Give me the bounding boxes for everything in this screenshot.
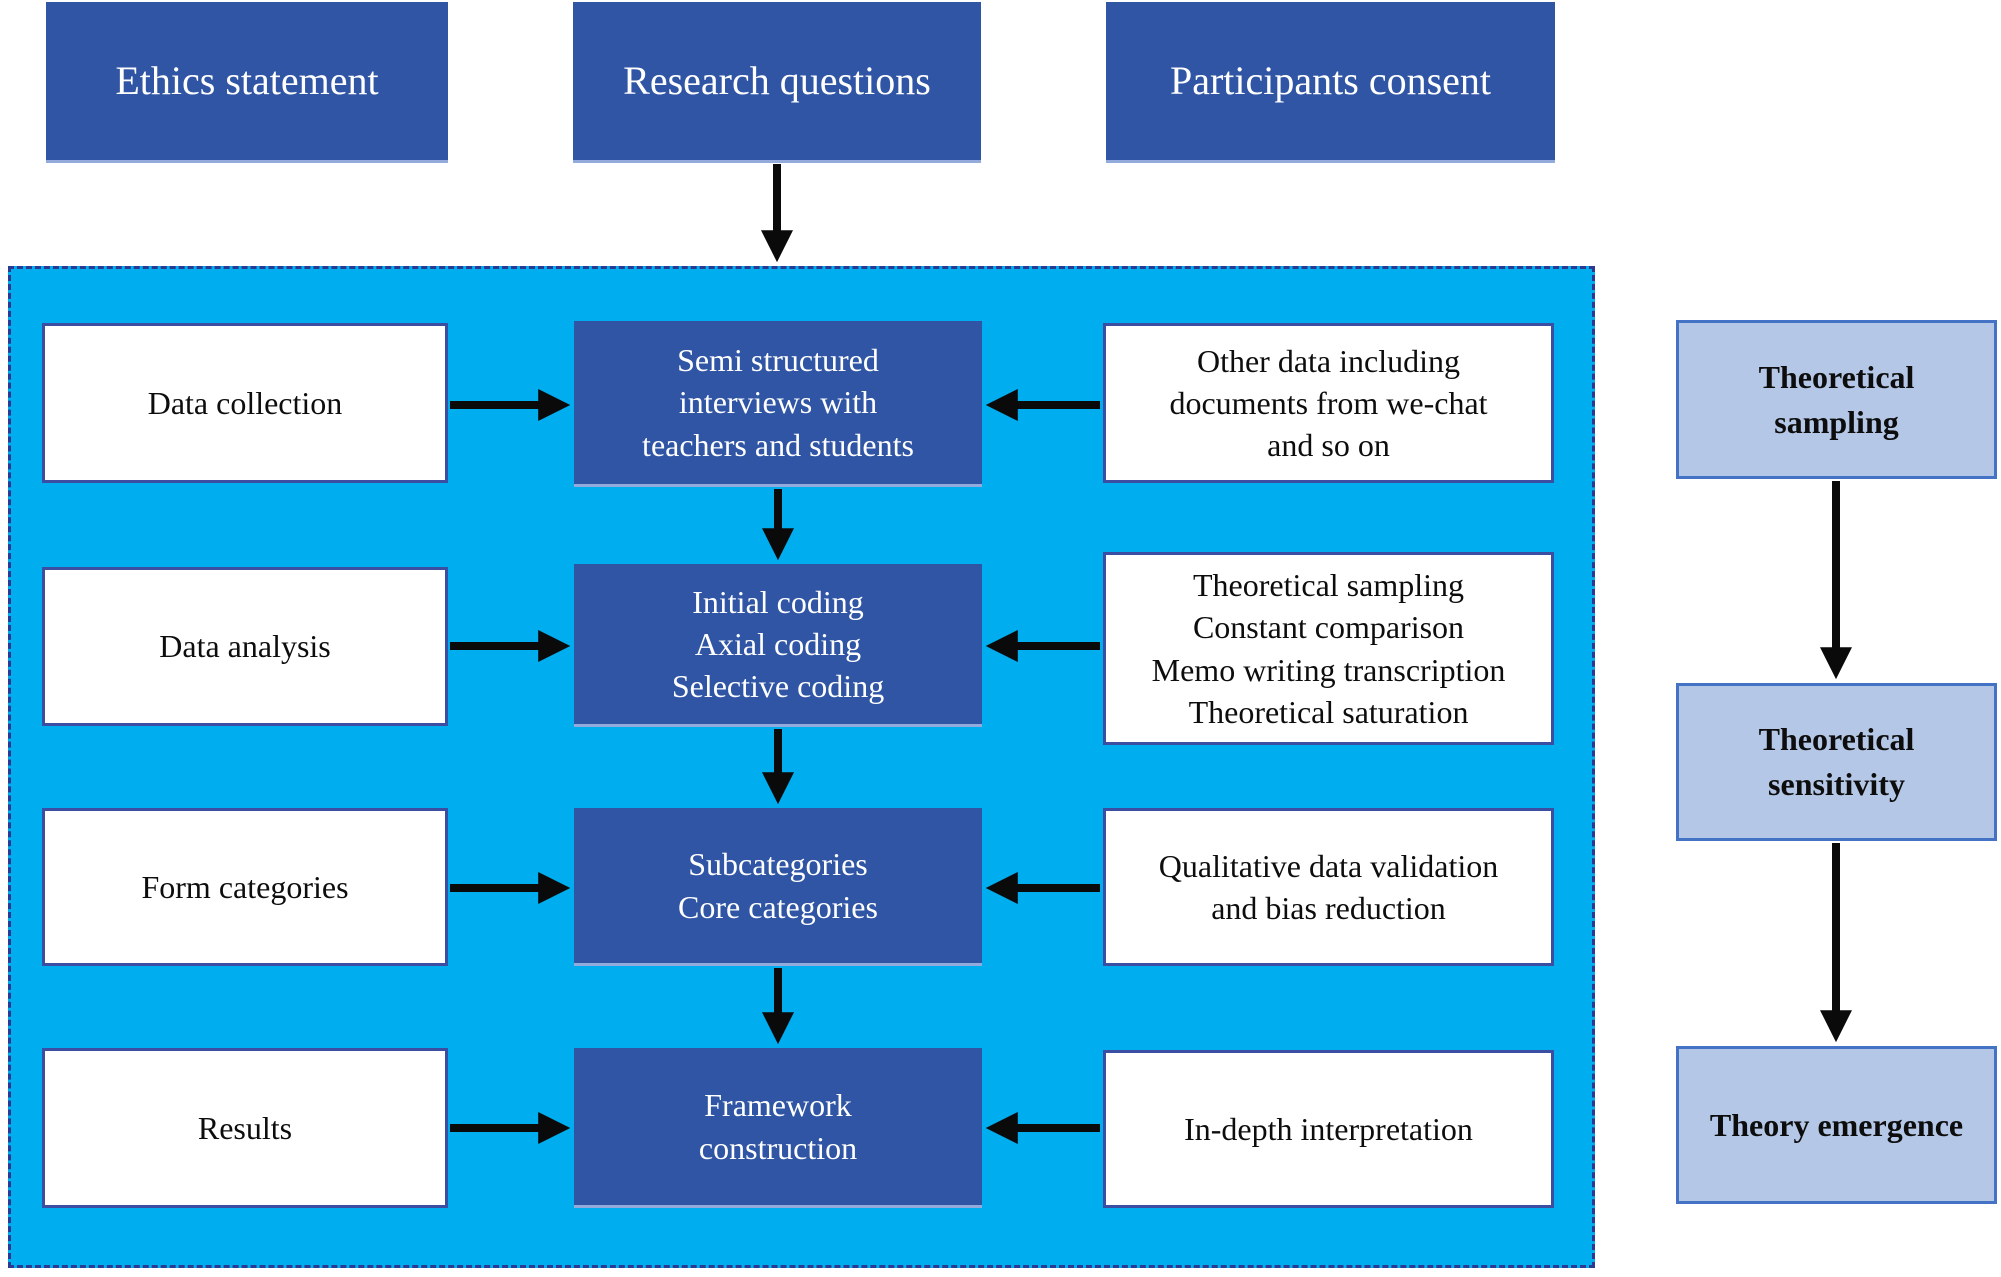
- stage-box-data-collection: Data collection: [42, 323, 448, 483]
- theoretical-sensitivity-box: Theoretical sensitivity: [1676, 683, 1997, 841]
- method-box-framework: Framework construction: [574, 1048, 982, 1208]
- method-box-interviews: Semi structured interviews with teachers…: [574, 321, 982, 487]
- ethics-statement-box: Ethics statement: [46, 2, 448, 163]
- stage-box-data-analysis: Data analysis: [42, 567, 448, 726]
- participants-consent-box: Participants consent: [1106, 2, 1555, 163]
- method-box-coding: Initial coding Axial coding Selective co…: [574, 564, 982, 727]
- note-box-sampling-comparison: Theoretical sampling Constant comparison…: [1103, 552, 1554, 745]
- theory-emergence-box: Theory emergence: [1676, 1046, 1997, 1204]
- method-box-categories: Subcategories Core categories: [574, 808, 982, 966]
- note-box-other-data: Other data including documents from we-c…: [1103, 323, 1554, 483]
- note-box-interpretation: In-depth interpretation: [1103, 1050, 1554, 1208]
- stage-box-form-categories: Form categories: [42, 808, 448, 966]
- theoretical-sampling-box: Theoretical sampling: [1676, 320, 1997, 479]
- research-questions-box: Research questions: [573, 2, 981, 163]
- stage-box-results: Results: [42, 1048, 448, 1208]
- note-box-validation: Qualitative data validation and bias red…: [1103, 808, 1554, 966]
